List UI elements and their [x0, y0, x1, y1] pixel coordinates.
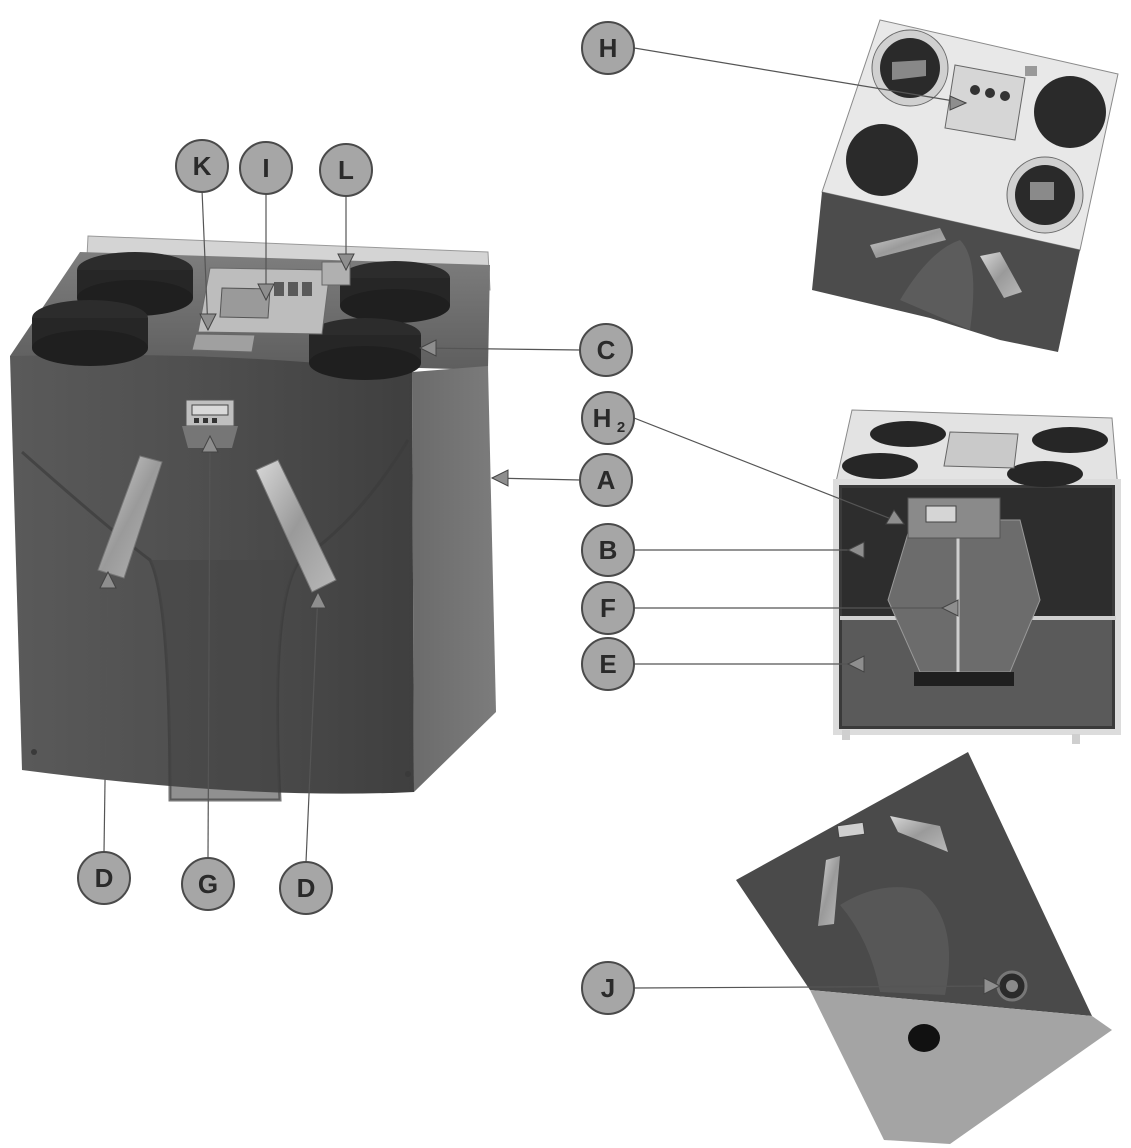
arrowhead-D-right: [309, 590, 327, 609]
spigot-front-right: [309, 318, 421, 380]
arrowhead-I: [257, 283, 275, 302]
arrowhead-H: [949, 95, 968, 111]
callout-C-label: C: [597, 335, 616, 365]
top-control-box: [191, 261, 351, 353]
arrowhead-D-left: [99, 570, 117, 589]
callout-H2-subscript: 2: [617, 419, 625, 436]
callout-J: J: [581, 961, 635, 1015]
bottom-view-display: [836, 821, 866, 839]
callout-H: H: [581, 21, 635, 75]
callout-F-label: F: [600, 593, 616, 623]
screw-front-right: [405, 771, 411, 777]
callout-L: L: [319, 143, 373, 197]
bottom-view-unit: [736, 752, 1112, 1144]
leader-arrowheads: [99, 95, 1002, 995]
top-view-body-mould: [900, 240, 974, 330]
spigot-back-right: [340, 261, 450, 323]
callout-D-right-label: D: [297, 873, 316, 903]
bottom-view-hole: [908, 1024, 940, 1052]
callout-D-left: D: [77, 851, 131, 905]
callout-C: C: [579, 323, 633, 377]
arrowhead-B: [846, 541, 865, 559]
callout-F: F: [581, 581, 635, 635]
callout-H2: H 2: [581, 391, 635, 445]
callout-K: K: [175, 139, 229, 193]
callout-E: E: [581, 637, 635, 691]
callout-L-label: L: [338, 155, 354, 185]
leader-J: [633, 985, 1001, 989]
main-unit-side: [412, 366, 496, 792]
arrowhead-H2: [885, 509, 905, 525]
condensate-duct-right: [255, 459, 337, 593]
callout-D-right: D: [279, 861, 333, 915]
callout-D-left-label: D: [95, 863, 114, 893]
callout-A-label: A: [597, 465, 616, 495]
bottom-view-base: [810, 990, 1112, 1144]
condensate-duct-left: [97, 455, 163, 579]
arrowhead-G: [201, 434, 219, 453]
bottom-view-front: [736, 752, 1092, 1016]
callout-I: I: [239, 141, 293, 195]
bottom-view-drain-inner: [1006, 980, 1018, 992]
leader-G: [207, 435, 211, 859]
top-view-spigot-1: [871, 29, 949, 107]
callout-B: B: [581, 523, 635, 577]
arrowhead-K: [199, 313, 217, 332]
arrowhead-A: [490, 469, 509, 487]
top-view-unit: [812, 19, 1119, 352]
callout-J-label: J: [601, 973, 615, 1003]
main-unit: [10, 235, 496, 802]
callout-A: A: [579, 453, 633, 507]
leader-lines: [103, 47, 1001, 989]
top-view-spigot-4: [1006, 156, 1084, 234]
cutaway-unit: [833, 409, 1121, 744]
callout-H-label: H: [599, 33, 618, 63]
arrowhead-J: [983, 977, 1002, 995]
callout-K-label: K: [193, 151, 212, 181]
cutaway-display: [925, 505, 957, 523]
heat-exchanger: [887, 519, 1041, 673]
leader-H2: [633, 417, 905, 525]
cutaway-spigots: [842, 421, 1108, 487]
cutaway-foot-right: [1072, 734, 1080, 744]
cutaway-foot-left: [842, 730, 850, 740]
top-view-duct-right: [980, 252, 1022, 298]
arrowhead-E: [846, 655, 865, 673]
callout-E-label: E: [599, 649, 616, 679]
screw-front-left: [31, 749, 37, 755]
callout-H2-label: H: [593, 403, 612, 433]
top-view-spigot-3: [846, 124, 918, 196]
cutaway-top-box: [943, 431, 1019, 469]
callout-G: G: [181, 857, 235, 911]
arrowhead-C: [418, 339, 437, 357]
callout-B-label: B: [599, 535, 618, 565]
arrowhead-L: [337, 253, 355, 272]
bottom-view-duct-left: [818, 856, 840, 926]
callout-I-label: I: [262, 153, 269, 183]
callout-G-label: G: [198, 869, 218, 899]
bottom-view-duct-right: [890, 816, 948, 852]
front-display-panel: [182, 399, 238, 448]
main-unit-front-mould-shade: [150, 560, 300, 800]
leader-D-left: [103, 571, 109, 853]
leader-H: [633, 47, 967, 104]
cutaway-drain-tray: [914, 672, 1014, 686]
top-view-duct-left: [870, 228, 946, 258]
bottom-view-mould: [840, 887, 950, 995]
spigot-front-left: [32, 300, 148, 366]
top-view-spigot-2: [1034, 76, 1106, 148]
leader-D-right: [305, 591, 319, 863]
leader-K: [201, 189, 209, 331]
arrowhead-F: [940, 599, 959, 617]
top-view-control-box: [944, 64, 1037, 141]
leader-C: [419, 347, 581, 351]
